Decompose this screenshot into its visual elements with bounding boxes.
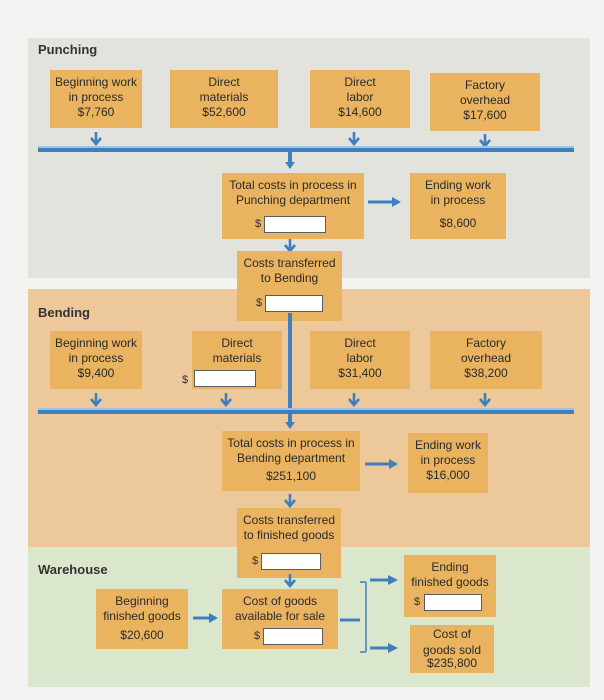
warehouse-bfg-line2: finished goods [103, 609, 181, 623]
bending-bwip-line1: Beginning work [54, 336, 138, 350]
arrow-down-icon [347, 393, 361, 407]
punching-foh-amount: $17,600 [463, 108, 507, 122]
warehouse-cogafs-line1: Cost of goods [242, 594, 318, 608]
bending-foh-amount: $38,200 [464, 366, 508, 380]
bending-dl-amount: $31,400 [338, 366, 382, 380]
arrow-down-icon [89, 393, 103, 407]
arrow-down-icon [478, 393, 492, 407]
warehouse-efg-line1: Ending [431, 560, 469, 574]
bending-bwip-amount: $9,400 [77, 366, 115, 380]
punching-ewip-line2: in process [430, 193, 486, 207]
punching-dm-line2: materials [199, 90, 249, 104]
bending-title: Bending [38, 305, 90, 320]
bending-transferred-currency: $ [252, 555, 259, 567]
arrow-down-icon [283, 574, 297, 588]
bending-dm-currency: $ [182, 374, 189, 386]
punching-dm-amount: $52,600 [202, 105, 246, 119]
bending-dm-input[interactable] [194, 370, 256, 387]
punching-total-line1: Total costs in process in [229, 178, 357, 192]
bending-dl-line2: labor [346, 351, 374, 365]
bending-dl-box: Direct labor $31,400 [310, 331, 410, 389]
warehouse-cogafs-currency: $ [254, 630, 261, 642]
bending-transferred-line1: Costs transferred [242, 513, 336, 527]
punching-foh-box: Factory overhead $17,600 [430, 73, 540, 131]
warehouse-cogafs-box: Cost of goods available for sale [222, 589, 338, 649]
bending-total-box: Total costs in process in Bending depart… [222, 431, 360, 491]
warehouse-cogs-line1: Cost of [432, 627, 471, 641]
warehouse-cogs-line2: goods sold [422, 643, 482, 657]
split-bracket [340, 574, 410, 663]
bending-ewip-line2: in process [420, 453, 476, 467]
warehouse-efg-line2: finished goods [411, 575, 489, 589]
punching-transferred-input[interactable] [265, 295, 323, 312]
bending-total-amount: $251,100 [265, 469, 317, 483]
bending-foh-line2: overhead [460, 351, 512, 365]
bending-foh-box: Factory overhead $38,200 [430, 331, 542, 389]
bending-bwip-line2: in process [68, 351, 124, 365]
bending-bwip-box: Beginning work in process $9,400 [50, 331, 142, 389]
bending-transferred-box: Costs transferred to finished goods [237, 508, 341, 578]
punching-transferred-currency: $ [256, 297, 263, 309]
bending-foh-line1: Factory [465, 336, 506, 350]
arrow-down-icon [283, 494, 297, 508]
arrow-down-icon [89, 132, 103, 146]
transfer-to-bending-stem [288, 313, 292, 410]
bending-ewip-amount: $16,000 [426, 468, 470, 482]
arrow-right-icon [368, 195, 402, 213]
arrow-down-icon [283, 418, 297, 432]
warehouse-bfg-amount: $20,600 [120, 628, 164, 642]
warehouse-cogafs-input[interactable] [263, 628, 323, 645]
punching-bwip-amount: $7,760 [77, 105, 115, 119]
punching-bwip-line2: in process [68, 90, 124, 104]
punching-foh-line2: overhead [459, 93, 511, 107]
punching-ewip-amount: $8,600 [439, 216, 477, 230]
warehouse-efg-input[interactable] [424, 594, 482, 611]
warehouse-bfg-line1: Beginning [115, 594, 169, 608]
punching-ewip-line1: Ending work [424, 178, 492, 192]
arrow-down-icon [219, 393, 233, 407]
punching-dm-box: Direct materials $52,600 [170, 70, 278, 128]
punching-total-line2: Punching department [235, 193, 351, 207]
bending-dl-line1: Direct [344, 336, 376, 350]
arrow-right-icon [365, 457, 399, 475]
arrow-down-icon [347, 132, 361, 146]
bending-ewip-line1: Ending work [414, 438, 482, 452]
punching-bwip-line1: Beginning work [54, 75, 138, 89]
bending-ewip-box: Ending work in process $16,000 [408, 433, 488, 493]
punching-dl-box: Direct labor $14,600 [310, 70, 410, 128]
punching-bwip-box: Beginning work in process $7,760 [50, 70, 142, 128]
punching-dl-line2: labor [346, 90, 374, 104]
punching-transferred-line2: to Bending [260, 271, 319, 285]
arrow-down-icon [283, 158, 297, 172]
bending-collector-bar [38, 410, 574, 414]
bending-transferred-line2: to finished goods [243, 528, 335, 542]
punching-collector-bar [38, 148, 574, 152]
punching-total-currency: $ [255, 218, 262, 230]
warehouse-cogs-box: Cost of goods sold $235,800 [410, 625, 494, 673]
bending-collector-stem [288, 414, 292, 424]
arrow-right-icon [193, 611, 219, 629]
punching-dl-amount: $14,600 [338, 105, 382, 119]
bending-dm-line2: materials [212, 351, 262, 365]
warehouse-bfg-box: Beginning finished goods $20,600 [96, 589, 188, 649]
bending-total-line2: Bending department [236, 451, 346, 465]
warehouse-title: Warehouse [38, 562, 108, 577]
punching-foh-line1: Factory [464, 78, 505, 92]
punching-title: Punching [38, 42, 98, 57]
warehouse-cogs-amount: $235,800 [426, 656, 478, 670]
punching-total-input[interactable] [264, 216, 326, 233]
bending-dm-line1: Direct [221, 336, 253, 350]
punching-dl-line1: Direct [344, 75, 376, 89]
bending-transferred-input[interactable] [261, 553, 321, 570]
warehouse-efg-currency: $ [414, 596, 421, 608]
punching-dm-line1: Direct [208, 75, 240, 89]
punching-ewip-box: Ending work in process $8,600 [410, 173, 506, 239]
punching-collector-stem [288, 152, 292, 164]
warehouse-cogafs-line2: available for sale [234, 609, 326, 623]
bending-total-line1: Total costs in process in [227, 436, 355, 450]
punching-transferred-line1: Costs transferred [243, 256, 336, 270]
